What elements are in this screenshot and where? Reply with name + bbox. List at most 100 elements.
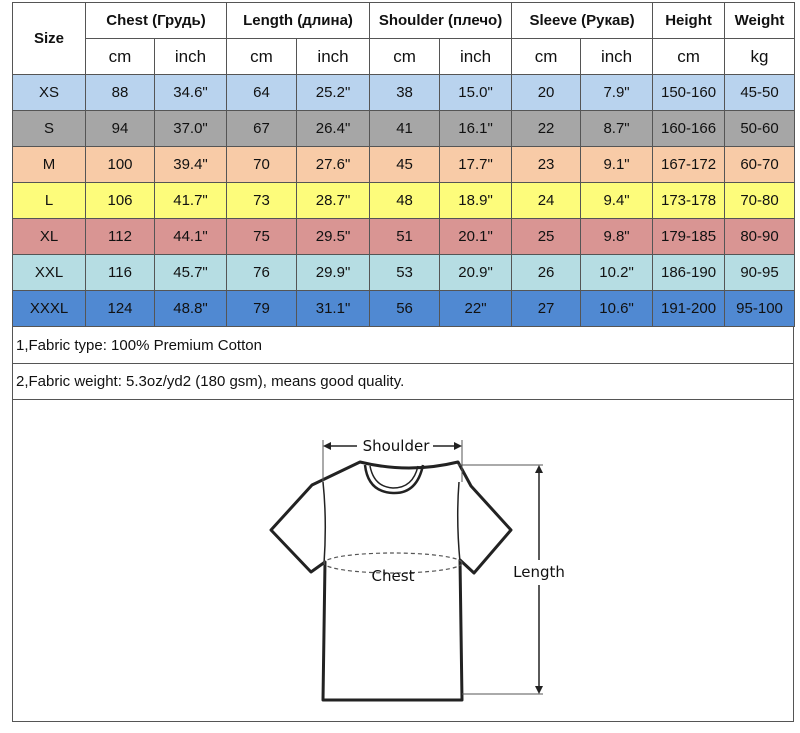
length-arrowhead-top xyxy=(535,465,543,473)
tshirt-collar xyxy=(363,464,425,495)
size-label-cell: L xyxy=(12,182,86,219)
unit-cell: cm xyxy=(511,38,582,75)
table-cell: 160-166 xyxy=(652,110,726,147)
table-cell: 60-70 xyxy=(724,146,796,183)
table-cell: 18.9" xyxy=(439,182,513,219)
table-cell: 26.4" xyxy=(296,110,371,147)
unit-header-row: cm inch cm inch cm inch cm inch cm kg xyxy=(13,38,796,75)
table-cell: 22 xyxy=(511,110,582,147)
table-cell: 51 xyxy=(369,218,441,255)
table-cell: 48 xyxy=(369,182,441,219)
table-cell: 45 xyxy=(369,146,441,183)
notes: 1,Fabric type: 100% Premium Cotton 2,Fab… xyxy=(12,327,794,400)
table-cell: 179-185 xyxy=(652,218,726,255)
tshirt-diagram: Shoulder Chest Length xyxy=(269,437,565,702)
table-cell: 56 xyxy=(369,290,441,327)
table-cell: 9.1" xyxy=(580,146,654,183)
unit-cell: inch xyxy=(439,38,513,75)
shoulder-header: Shoulder (плечо) xyxy=(369,2,513,39)
length-label: Length xyxy=(513,563,565,581)
table-cell: 90-95 xyxy=(724,254,796,291)
table-cell: 88 xyxy=(85,74,155,111)
length-arrowhead-bottom xyxy=(535,686,543,694)
table-cell: 27.6" xyxy=(296,146,371,183)
table-cell: 106 xyxy=(85,182,155,219)
size-chart: Size Chest (Грудь) Length (длина) Should… xyxy=(12,2,796,722)
size-label-cell: XXL xyxy=(12,254,86,291)
size-label-cell: S xyxy=(12,110,86,147)
table-cell: 67 xyxy=(226,110,298,147)
table-cell: 45.7" xyxy=(153,254,228,291)
size-header: Size xyxy=(12,2,86,75)
table-cell: 94 xyxy=(85,110,155,147)
table-cell: 100 xyxy=(85,146,155,183)
table-cell: 29.9" xyxy=(296,254,371,291)
table-cell: 80-90 xyxy=(724,218,796,255)
unit-cell: cm xyxy=(652,38,726,75)
table-cell: 9.8" xyxy=(580,218,654,255)
shoulder-label: Shoulder xyxy=(363,437,431,455)
height-header: Height xyxy=(652,2,726,39)
unit-cell: inch xyxy=(153,38,228,75)
table-cell: 79 xyxy=(226,290,298,327)
table-cell: 26 xyxy=(511,254,582,291)
armhole-seam-right xyxy=(456,481,461,563)
table-cell: 39.4" xyxy=(153,146,228,183)
table-cell: 17.7" xyxy=(439,146,513,183)
size-label-cell: M xyxy=(12,146,86,183)
table-cell: 41 xyxy=(369,110,441,147)
table-cell: 186-190 xyxy=(652,254,726,291)
chest-label: Chest xyxy=(372,567,415,585)
table-cell: 9.4" xyxy=(580,182,654,219)
table-cell: 25 xyxy=(511,218,582,255)
table-cell: 75 xyxy=(226,218,298,255)
table-cell: 167-172 xyxy=(652,146,726,183)
size-label-cell: XS xyxy=(12,74,86,111)
unit-cell: cm xyxy=(85,38,155,75)
tshirt-outline xyxy=(269,460,513,702)
table-cell: 150-160 xyxy=(652,74,726,111)
table-cell: 31.1" xyxy=(296,290,371,327)
table-cell: 48.8" xyxy=(153,290,228,327)
table-cell: 7.9" xyxy=(580,74,654,111)
armhole-seam-left xyxy=(322,481,327,565)
table-cell: 8.7" xyxy=(580,110,654,147)
table-cell: 25.2" xyxy=(296,74,371,111)
sleeve-header: Sleeve (Рукав) xyxy=(511,2,654,39)
table-cell: 50-60 xyxy=(724,110,796,147)
unit-cell: inch xyxy=(580,38,654,75)
table-cell: 20.1" xyxy=(439,218,513,255)
table-cell: 116 xyxy=(85,254,155,291)
table-cell: 173-178 xyxy=(652,182,726,219)
table-cell: 37.0" xyxy=(153,110,228,147)
table-cell: 73 xyxy=(226,182,298,219)
table-cell: 95-100 xyxy=(724,290,796,327)
shoulder-arrowhead-left xyxy=(323,442,331,450)
table-cell: 70 xyxy=(226,146,298,183)
table-cell: 22" xyxy=(439,290,513,327)
unit-cell: inch xyxy=(296,38,371,75)
table-cell: 10.2" xyxy=(580,254,654,291)
chest-ellipse xyxy=(323,552,463,574)
chest-header: Chest (Грудь) xyxy=(84,2,228,39)
group-header-row: Size Chest (Грудь) Length (длина) Should… xyxy=(12,2,796,75)
table-cell: 45-50 xyxy=(724,74,796,111)
unit-cell: cm xyxy=(369,38,441,75)
unit-cell: cm xyxy=(226,38,298,75)
table-cell: 27 xyxy=(511,290,582,327)
weight-header: Weight xyxy=(724,2,796,39)
table-cell: 41.7" xyxy=(153,182,228,219)
table-cell: 70-80 xyxy=(724,182,796,219)
length-header: Length (длина) xyxy=(226,2,371,39)
size-label-cell: XL xyxy=(12,218,86,255)
shoulder-arrowhead-right xyxy=(454,442,462,450)
fabric-type-note: 1,Fabric type: 100% Premium Cotton xyxy=(12,327,794,364)
table-cell: 16.1" xyxy=(439,110,513,147)
